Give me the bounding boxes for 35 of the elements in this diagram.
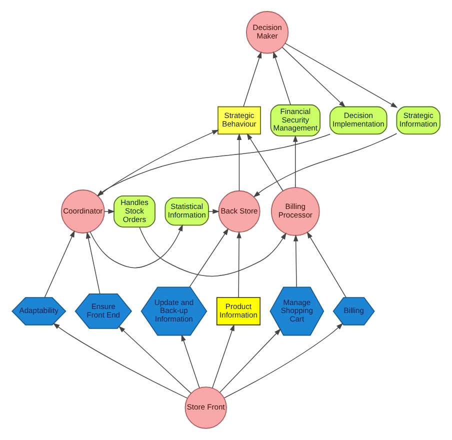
arrow [284, 42, 398, 108]
arrow [236, 133, 242, 192]
node-circle: Decision Maker [246, 11, 289, 54]
arrow [189, 228, 229, 288]
node-box: Strategic Information [396, 106, 440, 135]
arrow [293, 234, 298, 288]
arrow [282, 46, 346, 108]
arrow [118, 326, 192, 394]
arrow [181, 334, 200, 388]
node-circle: Store Front [184, 386, 227, 429]
arrow [273, 51, 291, 106]
arrow [86, 232, 100, 294]
node-box: Handles Stock Orders [114, 196, 156, 228]
arrow [104, 209, 115, 214]
arrow [243, 51, 262, 107]
node-box: Statistical Information [164, 197, 209, 226]
node-box: Financial Security Management [270, 104, 320, 136]
node-box: Decision Implementation [329, 106, 388, 135]
node-box: Strategic Behaviour [218, 106, 261, 135]
arrow [139, 226, 286, 277]
arrow [44, 230, 75, 298]
arrow [236, 231, 242, 298]
arrow [220, 328, 282, 393]
arrow [212, 324, 234, 388]
arrow [246, 133, 284, 192]
node-circle: Billing Processor [270, 187, 320, 236]
arrow [253, 133, 398, 198]
arrow [306, 232, 346, 298]
node-box: Product Information [216, 297, 261, 326]
arrow [208, 209, 220, 214]
arrow [98, 130, 219, 196]
arrow [224, 322, 344, 398]
arrow [90, 224, 183, 268]
arrow [293, 135, 298, 188]
arrow [52, 322, 188, 399]
